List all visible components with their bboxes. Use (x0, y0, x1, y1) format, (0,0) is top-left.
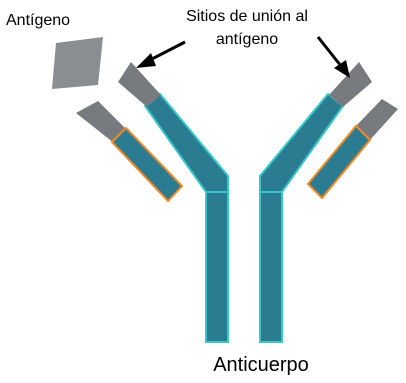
arrow-left-head (136, 53, 156, 68)
light-variable-right (355, 99, 398, 141)
arrow-right-head (334, 60, 350, 78)
light-chain-right (306, 99, 398, 200)
heavy-variable-left (118, 62, 161, 107)
antigen-shape (52, 37, 103, 89)
light-constant-left (110, 126, 184, 203)
light-chain-left (76, 101, 184, 203)
arrow-left-shaft (149, 40, 186, 62)
arrow-right-shaft (316, 36, 343, 67)
heavy-chain-left-stem (205, 189, 229, 343)
heavy-variable-right (329, 62, 372, 107)
binding-sites-label-line2: antígeno (216, 31, 278, 48)
heavy-chain-right-stem (259, 189, 283, 343)
binding-site-arrows (136, 36, 350, 78)
antigen-label: Antígeno (6, 12, 70, 29)
light-constant-right (306, 124, 372, 200)
heavy-chain (143, 92, 345, 343)
binding-sites-label-line1: Sitios de unión al (186, 8, 308, 25)
light-variable-left (76, 101, 126, 143)
antibody-label: Anticuerpo (213, 354, 309, 376)
